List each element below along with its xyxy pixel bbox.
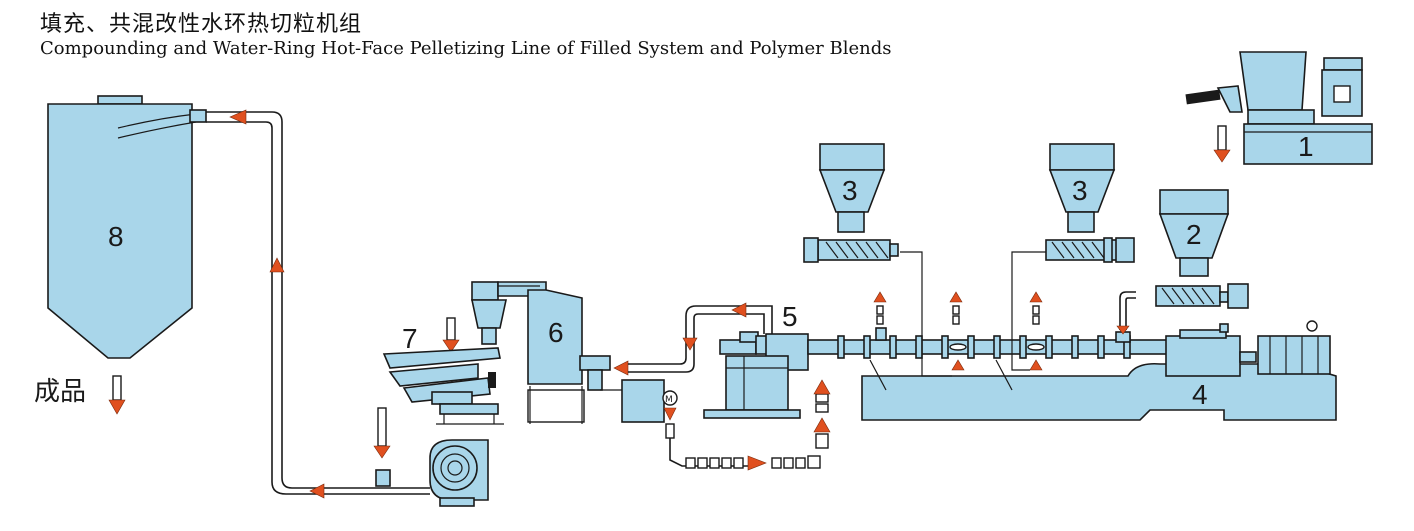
return-pipe: [206, 111, 430, 495]
label-6: 6: [548, 317, 564, 348]
vent-arrows: [873, 291, 1136, 371]
pelletizer-5: 5: [703, 301, 809, 419]
label-4: 4: [1192, 379, 1208, 410]
water-tank: M: [600, 379, 678, 423]
flow-arrow-to-dryer: [613, 360, 629, 376]
flow-arrow-top: [229, 109, 247, 125]
product-label: 成品: [34, 377, 86, 407]
mixer-1: 1: [1185, 51, 1373, 165]
label-3-left: 3: [842, 175, 858, 206]
flow-arrow-down: [682, 337, 698, 351]
title-chinese: 填充、共混改性水环热切粒机组: [40, 12, 363, 37]
cooling-water-pipe: [665, 379, 831, 471]
vibrating-screen-7: 7: [382, 317, 504, 425]
label-8: 8: [108, 221, 124, 252]
label-7: 7: [402, 323, 418, 354]
extruder-4: 4: [807, 320, 1337, 421]
label-5: 5: [782, 301, 798, 332]
cyclone: [471, 281, 547, 345]
label-2: 2: [1186, 219, 1202, 250]
dryer-6: 6: [527, 289, 611, 424]
feeder-lines: [900, 251, 1046, 377]
flow-arrow-up: [269, 257, 285, 273]
motor-label: M: [665, 395, 673, 405]
product-out-arrow: [108, 375, 126, 415]
label-3-right: 3: [1072, 175, 1088, 206]
main-feeder-2: 2: [1155, 189, 1249, 309]
blower: [373, 407, 489, 507]
title-english: Compounding and Water-Ring Hot-Face Pell…: [40, 38, 892, 59]
flow-arrow-to-5: [731, 302, 747, 318]
side-feeder-3-left: 3: [803, 143, 899, 263]
slurry-pipe: [628, 305, 773, 373]
label-1: 1: [1298, 131, 1314, 162]
silo-8: 8: [47, 95, 207, 359]
flow-arrow-bottom: [309, 483, 325, 499]
side-feeder-3-right: 3: [1045, 143, 1135, 263]
